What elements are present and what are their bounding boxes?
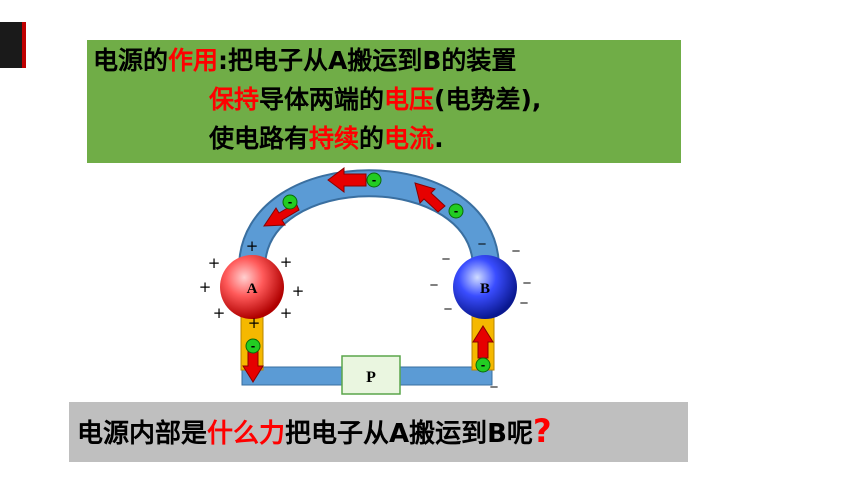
minus-sign: _ (490, 372, 499, 388)
sphere-b (453, 255, 517, 319)
electron (475, 357, 491, 373)
question-text: 电源内部是什么力把电子从A搬运到B呢? (77, 412, 552, 450)
minus-sign: _ (478, 229, 487, 245)
corner-mark (0, 22, 26, 68)
electron (448, 203, 464, 219)
definition-line-3: 使电路有持续的电流. (209, 124, 444, 153)
sphere-a-label: A (247, 281, 258, 297)
arrow-down (242, 349, 264, 383)
sphere-a (220, 255, 284, 319)
electron (282, 194, 298, 210)
plus-sign: + (248, 314, 261, 332)
plus-sign: + (199, 278, 212, 296)
minus-sign: _ (442, 244, 451, 260)
definition-line-2: 保持导体两端的电压(电势差), (209, 85, 542, 114)
plus-sign: + (246, 237, 259, 255)
definition-line-1: 电源的作用:把电子从A搬运到B的装置 (93, 46, 517, 75)
question-box: 电源内部是什么力把电子从A搬运到B呢? (69, 402, 688, 462)
electron-sign: - (454, 205, 459, 218)
plus-sign: + (280, 253, 293, 271)
p-box (341, 355, 401, 395)
electron (366, 172, 382, 188)
arrow-up (472, 325, 494, 359)
definition-box: 电源的作用:把电子从A搬运到B的装置 保持导体两端的电压(电势差), 使电路有持… (87, 40, 681, 163)
arrow-up-left (414, 182, 446, 213)
minus-sign: _ (520, 288, 529, 304)
plus-sign: + (280, 304, 293, 322)
electron-sign: - (372, 174, 377, 187)
minus-sign: _ (523, 268, 532, 284)
electron-sign: - (288, 196, 293, 209)
plus-sign: + (292, 282, 305, 300)
electron-sign: - (481, 359, 486, 372)
electron-sign: - (251, 340, 256, 353)
p-box-label: P (366, 369, 376, 386)
minus-sign: _ (444, 294, 453, 310)
electron (245, 338, 261, 354)
electrons (245, 172, 491, 373)
plus-sign: + (213, 304, 226, 322)
minus-sign: _ (512, 236, 521, 252)
sphere-b-label: B (480, 281, 490, 297)
arrow-left (327, 167, 367, 193)
plus-sign: + (208, 254, 221, 272)
minus-sign: _ (430, 270, 439, 286)
